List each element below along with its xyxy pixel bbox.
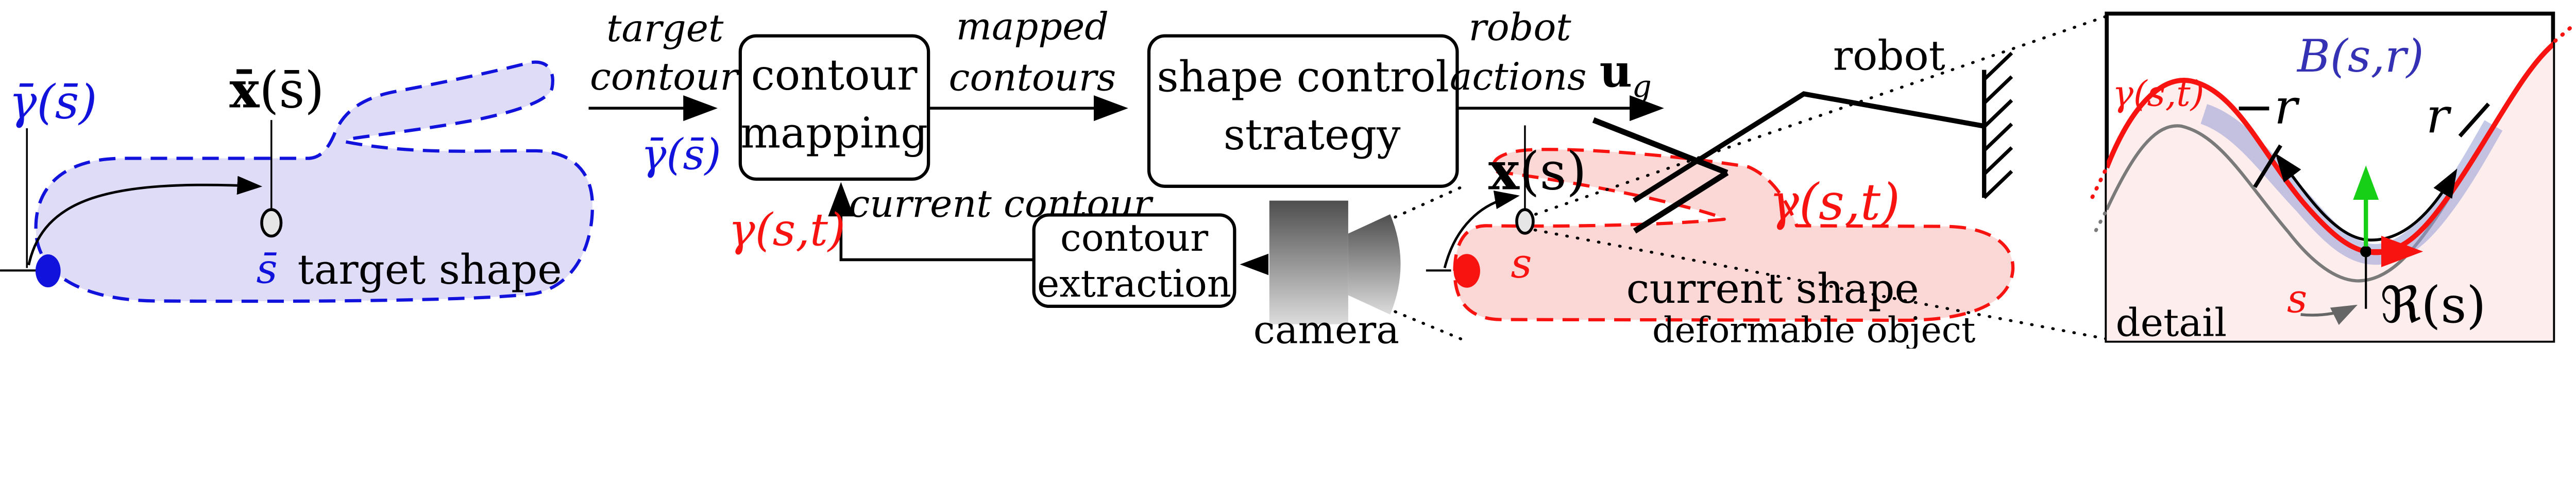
x-bar-paren-part: (s̄) [259,61,324,119]
feedback-line [828,182,1034,262]
target-contour-label-line1: target [606,7,724,50]
shape-control-box [1147,34,1459,188]
current-start-dot [1453,254,1480,288]
shape-control-text-line1: shape control [1157,53,1449,101]
inset-radius-label: ℜ(s) [2380,276,2486,334]
inset-s-arrow [2300,304,2358,325]
figure-shape-control-diagram: γ̄(s̄) x̄(s̄) s̄ target shape target con… [0,5,2576,349]
shape-control-text-line2: strategy [1224,111,1401,160]
detail-zoom-line-top [1534,14,2108,216]
x-bar-of-sbar-label: x̄(s̄) [229,61,324,119]
contour-mapping-text-line1: contour [751,51,918,100]
contour-mapping-text-line2: mapping [740,109,928,158]
pipeline-group: target contour γ̄(s̄) contour mapping ma… [588,5,1664,308]
inset-gray-curve-continuation-left [2091,211,2107,238]
inset-s-label: s [2287,277,2307,322]
robot-arm [1632,91,1985,203]
contour-mapping-box [738,34,930,181]
u-bold-part: u [1600,44,1632,97]
minus-r-tick [2253,144,2282,188]
mapped-contours-label-line1: mapped [956,5,1109,49]
r-tick [2458,102,2490,137]
diagram-canvas: γ̄(s̄) x̄(s̄) s̄ target shape target con… [0,5,2576,349]
gripper-upper-jaw [1592,117,1728,176]
camera-lens-cone [1348,214,1401,315]
current-shape-outline [1453,148,2015,322]
u-g-label: ug [1600,44,1652,103]
x-of-s-label: x(s) [1488,140,1587,201]
gamma-bar-arrow [27,176,263,266]
inset-minus-r-label: −r [2234,79,2300,135]
inset-b-label: B(s,r) [2296,30,2424,82]
inset-r-label: r [2426,88,2452,144]
current-s-label: s [1511,239,1532,287]
gamma-bar-of-sbar-label: γ̄(s̄) [9,76,97,130]
robot-actions-label-line2: actions [1450,55,1587,99]
robot-wall-hatching [1982,51,2013,199]
u-subscript-part: g [1632,68,1652,104]
target-contour-label-line2: contour [590,55,740,99]
target-shape-group: γ̄(s̄) x̄(s̄) s̄ target shape [0,60,594,303]
mapped-contours-label-line2: contours [949,56,1116,99]
camera-label: camera [1253,307,1399,349]
gamma-bar-signal-label: γ̄(s̄) [641,130,721,179]
robot-actions-label-line1: robot [1469,6,1572,49]
target-point-marker [260,208,283,238]
x-of-s-arrow [1443,191,1520,269]
target-shape-outline [34,60,594,303]
x-bold-part: x [1488,140,1520,201]
target-shape-label: target shape [298,246,562,293]
inset-detail-label: detail [2116,300,2227,345]
deformable-object-label: deformable object [1652,310,1975,349]
x-paren-part: (s) [1519,141,1586,201]
detail-zoom-line-bottom [1533,228,2108,340]
inset-point-dot [2360,246,2372,257]
detail-inset-group: B(s,r) γ(s,t) −r r s ℜ(s) detail [2090,11,2576,345]
contour-extraction-text-line1: contour [1060,216,1208,260]
gamma-feedback-label: γ(s,t) [728,204,845,256]
contour-extraction-text-line2: extraction [1037,262,1231,306]
inset-gamma-label: γ(s,t) [2112,74,2204,114]
current-point-marker [1515,208,1535,235]
robot-label: robot [1833,32,1945,80]
current-gamma-label: γ(s,t) [1769,173,1900,231]
camera-group: camera [1253,185,1466,349]
camera-body [1269,200,1348,324]
camera-fov-lower-line [1394,310,1466,342]
gripper-lower-jaw [1633,170,1729,234]
x-bar-bold-part: x̄ [229,61,260,119]
camera-fov-upper-line [1394,185,1465,219]
s-bar-label: s̄ [257,245,278,293]
contour-extraction-box [1032,213,1236,308]
inset-red-contour-continuation-left [2090,169,2107,200]
inset-red-contour-continuation-right [2553,22,2576,43]
target-start-dot [35,254,61,288]
robot-group: robot [1592,32,2013,234]
current-shape-label: current shape [1626,265,1919,313]
band-span-double-arrow [2275,153,2458,241]
current-shape-group: x(s) s γ(s,t) current shape deformable o… [1426,125,2015,349]
